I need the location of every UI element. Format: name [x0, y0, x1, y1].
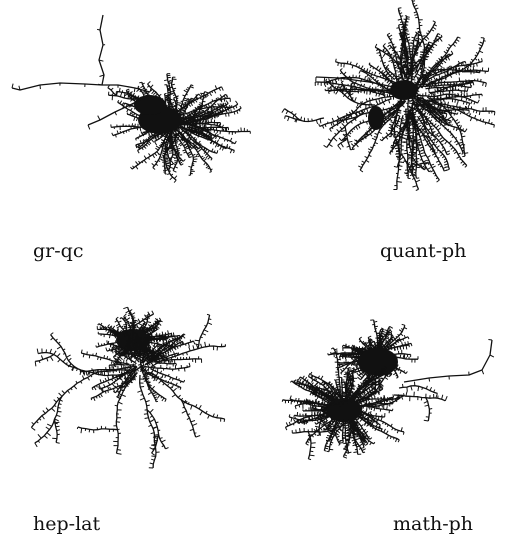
tree-drawing-math-ph [254, 280, 508, 495]
panel-label-quant-ph: quant-ph [380, 240, 466, 262]
tree-graph-math-ph [254, 280, 508, 495]
panel-label-math-ph: math-ph [393, 513, 473, 535]
tree-drawing-quant-ph [254, 0, 508, 220]
tree-drawing-hep-lat [0, 280, 254, 495]
panel-label-hep-lat: hep-lat [33, 513, 100, 535]
panel-label-gr-qc: gr-qc [33, 240, 83, 262]
tree-graph-hep-lat [0, 280, 254, 495]
tree-graph-quant-ph [254, 0, 508, 220]
tree-drawing-gr-qc [0, 0, 254, 220]
tree-graph-gr-qc [0, 0, 254, 220]
